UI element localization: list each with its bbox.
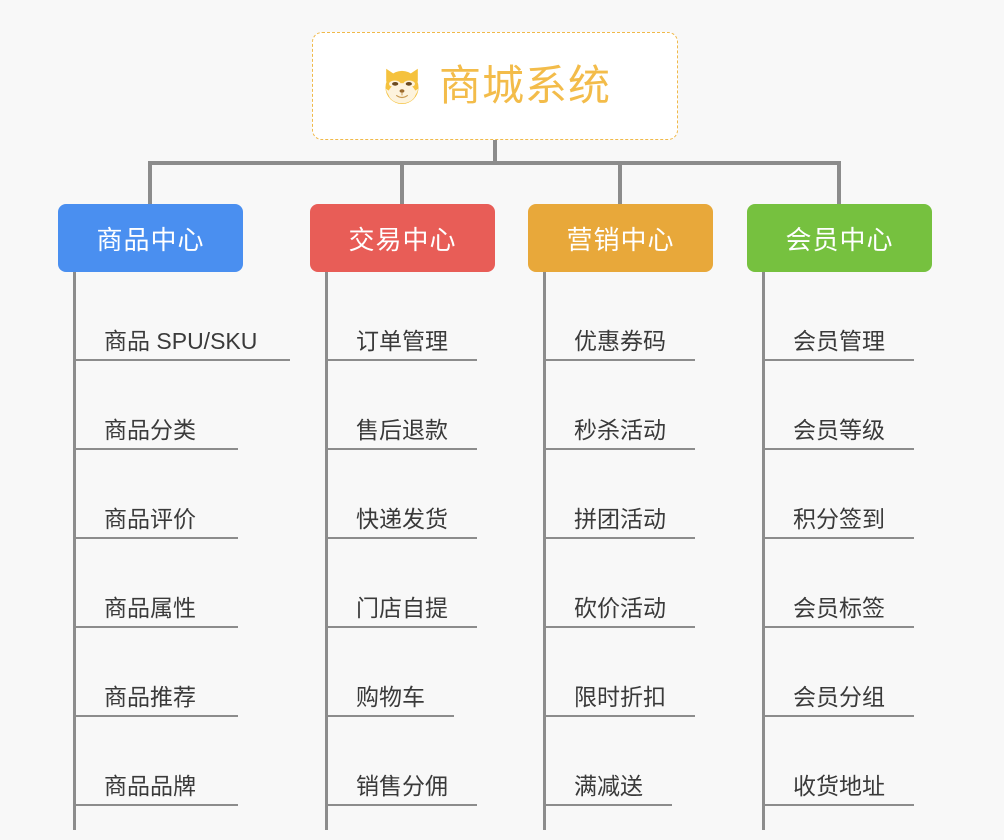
list-item[interactable]: 拼团活动 bbox=[543, 450, 695, 539]
list-item[interactable]: 会员等级 bbox=[762, 361, 914, 450]
list-item-label: 拼团活动 bbox=[574, 505, 666, 532]
list-item[interactable]: 限时折扣 bbox=[543, 628, 695, 717]
list-item[interactable]: 售后退款 bbox=[325, 361, 477, 450]
list-item[interactable]: 会员标签 bbox=[762, 539, 914, 628]
branch-transaction-center: 交易中心 订单管理 售后退款 快递发货 门店自提 购物车 销售分佣 bbox=[310, 204, 510, 830]
list-item[interactable]: 砍价活动 bbox=[543, 539, 695, 628]
branch-item-list: 会员管理 会员等级 积分签到 会员标签 会员分组 收货地址 bbox=[762, 272, 947, 806]
list-item[interactable]: 销售分佣 bbox=[325, 717, 477, 806]
branch-header-transaction-center[interactable]: 交易中心 bbox=[310, 204, 495, 272]
connector-drop-4 bbox=[837, 161, 841, 205]
list-item-label: 会员等级 bbox=[793, 416, 885, 443]
list-item[interactable]: 积分签到 bbox=[762, 450, 914, 539]
list-item-label: 商品评价 bbox=[104, 505, 196, 532]
list-item[interactable]: 商品 SPU/SKU bbox=[73, 272, 290, 361]
branch-spine bbox=[325, 272, 328, 830]
list-item-label: 商品分类 bbox=[104, 416, 196, 443]
list-item-label: 购物车 bbox=[356, 683, 425, 710]
list-item-label: 门店自提 bbox=[356, 594, 448, 621]
list-item[interactable]: 会员分组 bbox=[762, 628, 914, 717]
list-item-label: 销售分佣 bbox=[356, 772, 448, 799]
branch-item-list: 订单管理 售后退款 快递发货 门店自提 购物车 销售分佣 bbox=[325, 272, 510, 806]
list-item[interactable]: 商品推荐 bbox=[73, 628, 238, 717]
connector-drop-1 bbox=[148, 161, 152, 205]
list-item[interactable]: 订单管理 bbox=[325, 272, 477, 361]
list-item[interactable]: 购物车 bbox=[325, 628, 454, 717]
branch-item-list: 商品 SPU/SKU 商品分类 商品评价 商品属性 商品推荐 商品品牌 bbox=[73, 272, 290, 806]
root-title: 商城系统 bbox=[438, 62, 611, 109]
list-item-label: 售后退款 bbox=[356, 416, 448, 443]
branch-marketing-center: 营销中心 优惠券码 秒杀活动 拼团活动 砍价活动 限时折扣 满减送 bbox=[528, 204, 728, 830]
list-item-label: 商品推荐 bbox=[104, 683, 196, 710]
list-item-label: 积分签到 bbox=[793, 505, 885, 532]
list-item-label: 会员管理 bbox=[793, 327, 885, 354]
root-node[interactable]: 商城系统 bbox=[312, 32, 678, 140]
branch-spine bbox=[543, 272, 546, 830]
branch-header-marketing-center[interactable]: 营销中心 bbox=[528, 204, 713, 272]
connector-drop-3 bbox=[618, 161, 622, 205]
branch-spine bbox=[762, 272, 765, 830]
list-item-label: 会员标签 bbox=[793, 594, 885, 621]
connector-drop-2 bbox=[400, 161, 404, 205]
list-item-label: 收货地址 bbox=[793, 772, 885, 799]
list-item-label: 商品 SPU/SKU bbox=[104, 327, 258, 354]
list-item[interactable]: 优惠券码 bbox=[543, 272, 695, 361]
list-item[interactable]: 商品评价 bbox=[73, 450, 238, 539]
list-item[interactable]: 满减送 bbox=[543, 717, 672, 806]
shiba-dog-face-icon bbox=[385, 68, 419, 104]
list-item-label: 商品属性 bbox=[104, 594, 196, 621]
list-item-label: 秒杀活动 bbox=[574, 416, 666, 443]
connector-horizontal-bus bbox=[150, 161, 840, 165]
branch-title: 会员中心 bbox=[785, 224, 894, 255]
branch-spine bbox=[73, 272, 76, 830]
branch-item-list: 优惠券码 秒杀活动 拼团活动 砍价活动 限时折扣 满减送 bbox=[543, 272, 728, 806]
list-item[interactable]: 门店自提 bbox=[325, 539, 477, 628]
list-item[interactable]: 会员管理 bbox=[762, 272, 914, 361]
list-item-label: 商品品牌 bbox=[104, 772, 196, 799]
branch-title: 商品中心 bbox=[96, 224, 205, 255]
list-item[interactable]: 快递发货 bbox=[325, 450, 477, 539]
list-item-label: 优惠券码 bbox=[574, 327, 666, 354]
list-item[interactable]: 商品属性 bbox=[73, 539, 238, 628]
connector-root-stem bbox=[493, 140, 497, 164]
branch-header-product-center[interactable]: 商品中心 bbox=[58, 204, 243, 272]
list-item[interactable]: 商品分类 bbox=[73, 361, 238, 450]
branch-title: 交易中心 bbox=[348, 224, 457, 255]
list-item-label: 快递发货 bbox=[356, 505, 448, 532]
list-item[interactable]: 商品品牌 bbox=[73, 717, 238, 806]
list-item-label: 订单管理 bbox=[356, 327, 448, 354]
branch-member-center: 会员中心 会员管理 会员等级 积分签到 会员标签 会员分组 收货地址 bbox=[747, 204, 947, 830]
list-item[interactable]: 秒杀活动 bbox=[543, 361, 695, 450]
list-item-label: 砍价活动 bbox=[574, 594, 666, 621]
branch-header-member-center[interactable]: 会员中心 bbox=[747, 204, 932, 272]
list-item[interactable]: 收货地址 bbox=[762, 717, 914, 806]
list-item-label: 会员分组 bbox=[793, 683, 885, 710]
branch-product-center: 商品中心 商品 SPU/SKU 商品分类 商品评价 商品属性 商品推荐 商品品牌 bbox=[58, 204, 290, 830]
list-item-label: 限时折扣 bbox=[574, 683, 666, 710]
branch-title: 营销中心 bbox=[566, 224, 675, 255]
list-item-label: 满减送 bbox=[574, 772, 643, 799]
